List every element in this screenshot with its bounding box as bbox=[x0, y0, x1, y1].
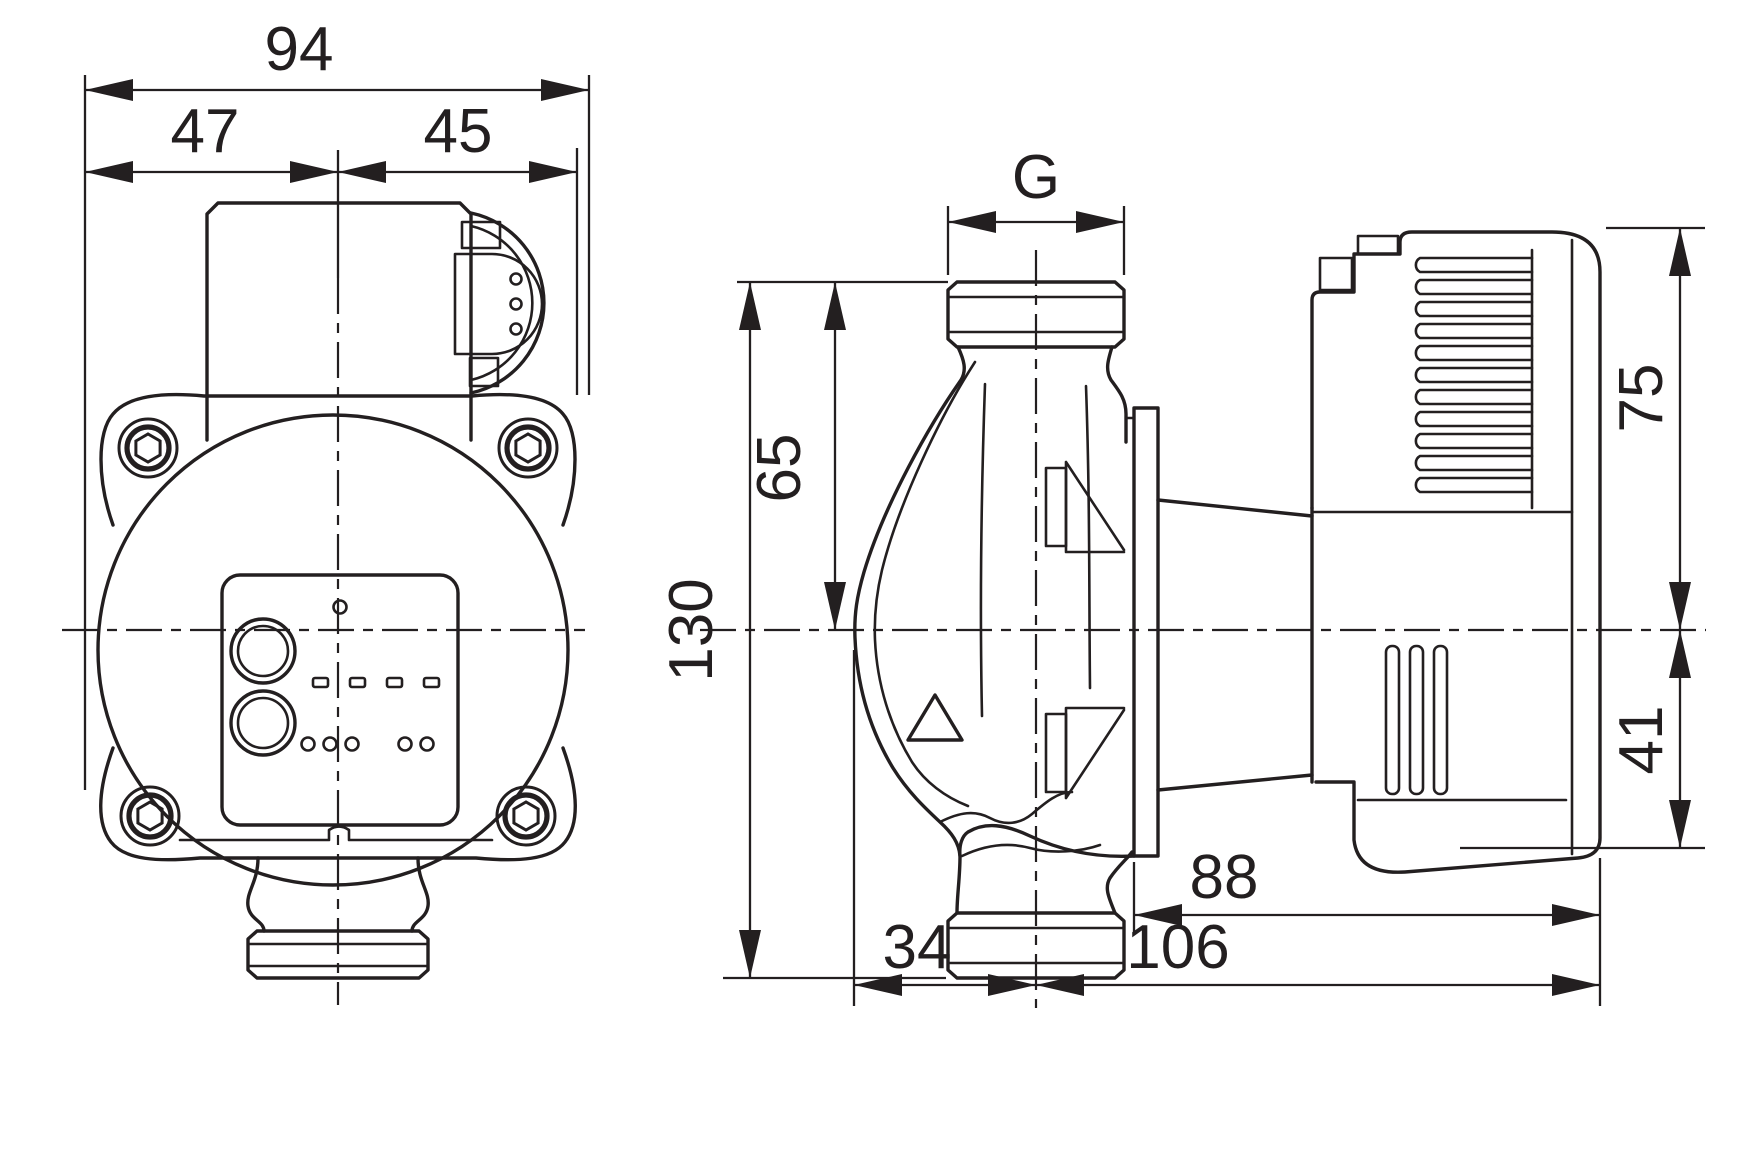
connector-pin bbox=[509, 297, 523, 311]
dim-label-94: 94 bbox=[265, 15, 334, 84]
dim-label-106: 106 bbox=[1126, 913, 1229, 982]
casting-triangle-mark bbox=[906, 693, 964, 742]
vent-slots bbox=[1384, 644, 1449, 796]
front-view bbox=[96, 201, 577, 980]
connector-pin bbox=[509, 322, 523, 336]
front-port-neck bbox=[410, 856, 430, 933]
side-control-module bbox=[1310, 230, 1602, 874]
connector-latch-top bbox=[460, 220, 502, 250]
led-dot bbox=[300, 736, 316, 752]
dim-label-47: 47 bbox=[171, 97, 240, 166]
dim-label-75: 75 bbox=[1607, 364, 1676, 433]
hex-bolt bbox=[121, 787, 179, 845]
front-control-panel bbox=[220, 573, 460, 827]
side-motor-bell bbox=[1156, 498, 1314, 792]
front-motor-face-circle bbox=[96, 413, 570, 887]
led-dot bbox=[344, 736, 360, 752]
side-motor-flange-plate bbox=[1132, 406, 1160, 858]
side-bottom-flange bbox=[946, 911, 1126, 980]
led-dash bbox=[311, 676, 330, 689]
led-dash bbox=[385, 676, 404, 689]
front-base-rim bbox=[178, 825, 494, 842]
cable-gland bbox=[1356, 234, 1400, 256]
side-top-flange bbox=[946, 280, 1126, 349]
hex-bolt bbox=[119, 419, 177, 477]
dim-label-88: 88 bbox=[1190, 843, 1259, 912]
front-connector-housing bbox=[453, 211, 546, 395]
side-volute-inner bbox=[873, 360, 977, 808]
dim-label-65: 65 bbox=[745, 434, 814, 503]
dim-label-G: G bbox=[1012, 143, 1060, 212]
led-dot bbox=[322, 736, 338, 752]
knob bbox=[229, 617, 297, 685]
cooling-fins bbox=[1414, 248, 1534, 510]
dim-label-130: 130 bbox=[657, 578, 726, 681]
front-port-neck bbox=[246, 856, 266, 933]
dim-label-41: 41 bbox=[1607, 706, 1676, 775]
hex-bolt bbox=[499, 419, 557, 477]
dimension-lines bbox=[83, 75, 1705, 1006]
side-volute-outline bbox=[853, 345, 966, 915]
connector-plug bbox=[453, 252, 544, 356]
front-threaded-port bbox=[246, 929, 430, 980]
connector-latch-bottom bbox=[468, 356, 500, 388]
clamp-rib-top bbox=[1044, 460, 1126, 554]
led-dash bbox=[348, 676, 367, 689]
clamp-rib-bottom bbox=[1044, 706, 1126, 800]
connector-pin bbox=[509, 272, 523, 286]
centerlines bbox=[62, 250, 1706, 1008]
side-pipe-column bbox=[979, 382, 987, 718]
terminal-block bbox=[1318, 256, 1354, 292]
led-dot bbox=[397, 736, 413, 752]
side-view bbox=[853, 230, 1602, 980]
dimension-labels: 94 47 45 G 65 130 75 41 88 106 34 bbox=[171, 15, 1676, 982]
led-dot bbox=[419, 736, 435, 752]
dim-label-45: 45 bbox=[424, 97, 493, 166]
dim-label-34: 34 bbox=[883, 913, 952, 982]
hex-bolt bbox=[497, 787, 555, 845]
led-dash bbox=[422, 676, 441, 689]
panel-hole bbox=[332, 599, 348, 615]
knob bbox=[229, 689, 297, 757]
